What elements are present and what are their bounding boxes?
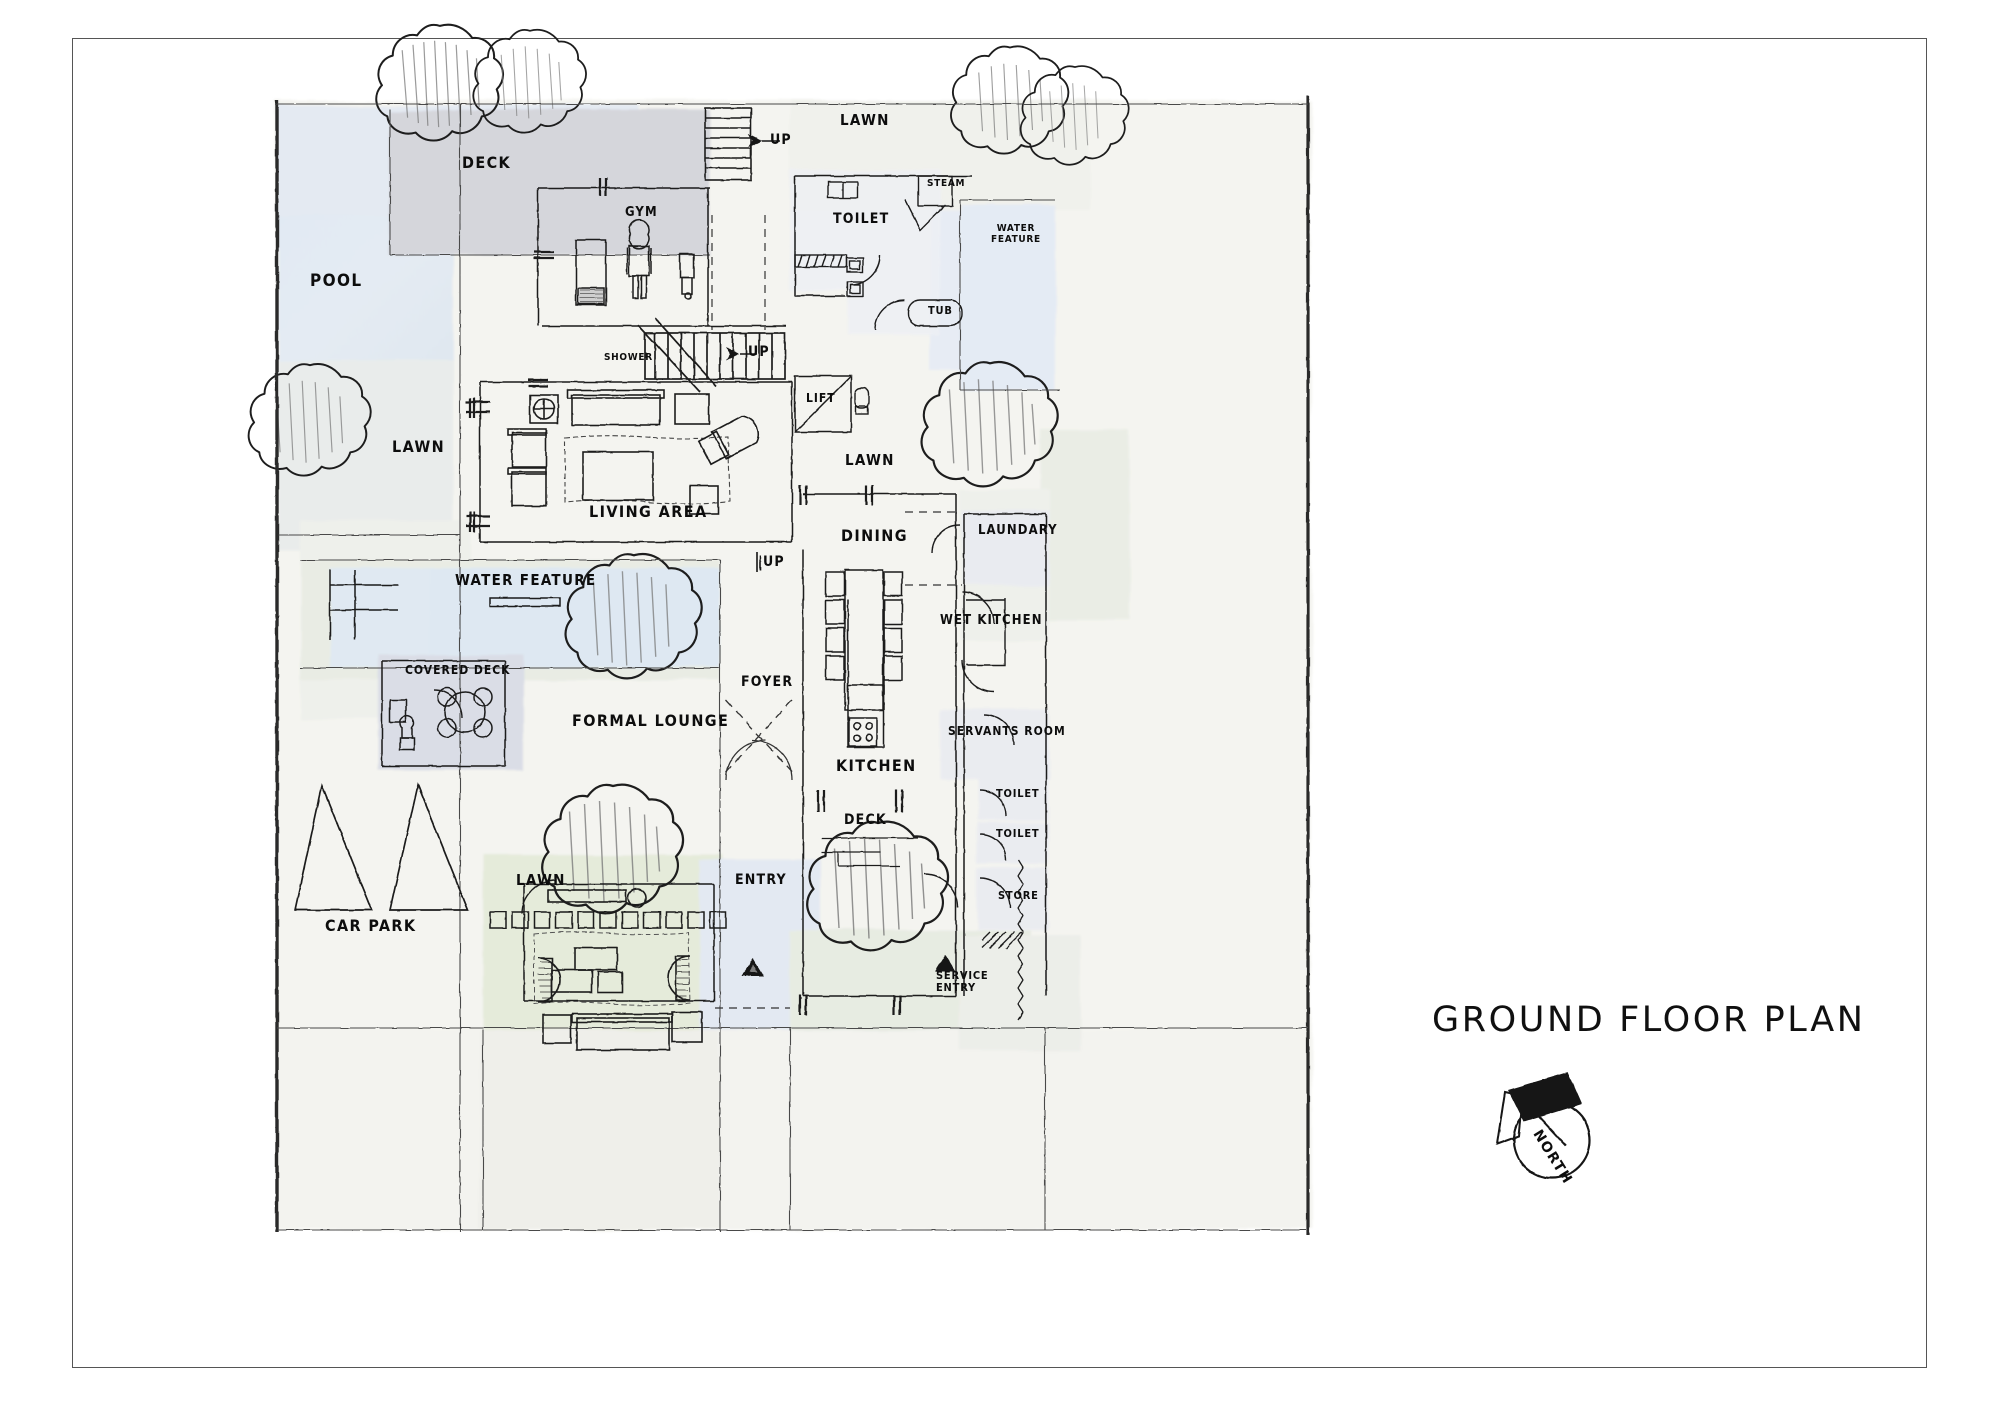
- door-swings: [433, 254, 1015, 915]
- paving-stones: [489, 911, 727, 929]
- kitchen-fixtures: [847, 600, 885, 748]
- dashed-reference-lines: [711, 215, 962, 1009]
- site-boundary-lines: [275, 96, 1310, 1235]
- stair-up-arrow-group: [726, 134, 762, 570]
- tree-group: [247, 23, 1130, 952]
- wet-kitchen-counter: [966, 598, 1006, 666]
- north-arrow: NORTH: [1490, 1075, 1620, 1205]
- title-block: GROUND FLOOR PLAN: [1432, 1000, 1866, 1040]
- living-area-furniture: [507, 389, 760, 515]
- gym-equipment: [575, 218, 695, 306]
- entry-marker-triangle: [742, 958, 764, 976]
- foyer-detail: [725, 699, 793, 781]
- page-title: GROUND FLOOR PLAN: [1432, 1000, 1866, 1040]
- service-gate: [981, 931, 1023, 949]
- car-park-bays: [293, 782, 470, 911]
- lift-car: [794, 375, 852, 433]
- sheet-border-frame: [72, 38, 1927, 1368]
- boundary-fence: [1017, 859, 1024, 1021]
- water-feature-left-detail: [329, 570, 561, 640]
- bathroom-fixtures: [794, 175, 963, 415]
- site-washes: [276, 100, 1311, 1230]
- formal-lounge-furniture: [533, 888, 703, 1051]
- service-entry-marker-triangle: [935, 955, 955, 971]
- deck-slats: [822, 837, 918, 867]
- north-point-compass: [1495, 1072, 1592, 1180]
- north-label: NORTH: [1529, 1127, 1576, 1188]
- window-openings: [466, 178, 904, 1015]
- covered-deck-furniture: [389, 687, 493, 751]
- dining-furniture: [825, 569, 903, 711]
